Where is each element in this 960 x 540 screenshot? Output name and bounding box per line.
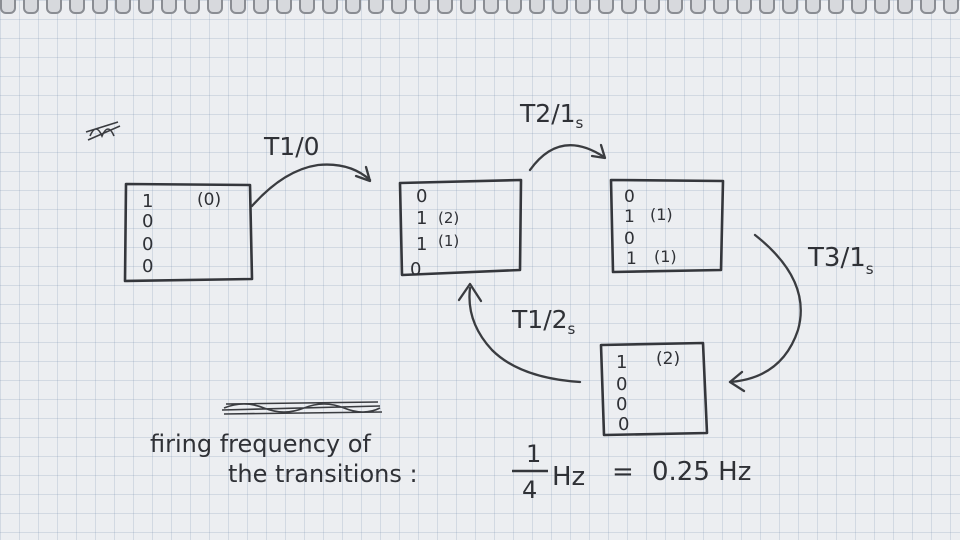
binding-ring bbox=[943, 0, 959, 14]
binding-ring bbox=[115, 0, 131, 14]
state-4-annotation: (2) bbox=[656, 349, 680, 369]
state-2-annotation: (1) bbox=[438, 232, 459, 250]
state-2-token: 0 bbox=[410, 259, 421, 280]
binding-ring bbox=[713, 0, 729, 14]
state-2-box bbox=[398, 178, 523, 277]
binding-ring bbox=[690, 0, 706, 14]
binding-ring bbox=[368, 0, 384, 14]
binding-ring bbox=[874, 0, 890, 14]
state-3-annotation: (1) bbox=[650, 205, 673, 224]
state-1-box bbox=[123, 182, 254, 283]
state-2-token: 0 bbox=[416, 186, 427, 207]
transition-label: T1/0 bbox=[263, 132, 320, 161]
binding-ring bbox=[253, 0, 269, 14]
state-2-token: 1 bbox=[416, 208, 427, 229]
binding-ring bbox=[460, 0, 476, 14]
binding-ring bbox=[92, 0, 108, 14]
arc-t2-state2-to-state3 bbox=[528, 143, 607, 172]
binding-ring bbox=[23, 0, 39, 14]
binding-ring bbox=[184, 0, 200, 14]
binding-ring bbox=[782, 0, 798, 14]
binding-ring bbox=[0, 0, 16, 14]
state-3-token: 1 bbox=[624, 207, 635, 227]
state-3-token: 0 bbox=[624, 187, 635, 207]
binding-ring bbox=[276, 0, 292, 14]
crossed-out-word bbox=[221, 401, 383, 415]
firing-text-line1: firing frequency of bbox=[150, 430, 371, 458]
state-1-token: 0 bbox=[142, 234, 153, 255]
arc-t1-state1-to-state2 bbox=[250, 163, 372, 208]
binding-ring bbox=[322, 0, 338, 14]
state-3-annotation: (1) bbox=[654, 247, 677, 266]
state-1-token: 0 bbox=[142, 256, 153, 277]
binding-ring bbox=[138, 0, 154, 14]
binding-ring bbox=[414, 0, 430, 14]
binding-ring bbox=[759, 0, 775, 14]
state-4-token: 0 bbox=[618, 414, 629, 435]
frequency-result: 0.25 Hz bbox=[652, 457, 751, 487]
binding-ring bbox=[736, 0, 752, 14]
binding-ring bbox=[46, 0, 62, 14]
binding-ring bbox=[667, 0, 683, 14]
transition-label: T3/1s bbox=[807, 243, 874, 278]
binding-ring bbox=[437, 0, 453, 14]
binding-ring bbox=[391, 0, 407, 14]
state-1-token: 1 bbox=[142, 191, 153, 212]
state-1-annotation: (0) bbox=[197, 190, 221, 210]
binding-ring bbox=[552, 0, 568, 14]
binding-ring bbox=[161, 0, 177, 14]
binding-ring bbox=[920, 0, 936, 14]
firing-text-line2: the transitions : bbox=[228, 460, 418, 488]
state-4-token: 0 bbox=[616, 394, 627, 415]
crossed-out-mark bbox=[85, 121, 121, 141]
equals-sign: = bbox=[612, 457, 634, 487]
arc-t1-state4-to-state2 bbox=[457, 282, 582, 384]
binding-ring bbox=[299, 0, 315, 14]
arc-t3-state3-to-state4 bbox=[728, 233, 802, 393]
binding-ring bbox=[69, 0, 85, 14]
state-2-annotation: (2) bbox=[438, 209, 459, 227]
binding-ring bbox=[828, 0, 844, 14]
state-4-box bbox=[599, 341, 709, 437]
binding-ring bbox=[207, 0, 223, 14]
state-4-token: 0 bbox=[616, 374, 627, 395]
binding-ring bbox=[483, 0, 499, 14]
state-2-token: 1 bbox=[416, 234, 427, 255]
binding-ring bbox=[345, 0, 361, 14]
binding-ring bbox=[598, 0, 614, 14]
binding-ring bbox=[529, 0, 545, 14]
binding-ring bbox=[575, 0, 591, 14]
transition-label: T1/2s bbox=[511, 305, 576, 338]
binding-ring bbox=[897, 0, 913, 14]
state-3-box bbox=[609, 178, 725, 274]
state-4-token: 1 bbox=[616, 352, 627, 373]
binding-ring bbox=[230, 0, 246, 14]
binding-ring bbox=[644, 0, 660, 14]
state-3-token: 0 bbox=[624, 229, 635, 249]
fraction-denominator: 4 bbox=[522, 476, 537, 504]
frequency-unit: Hz bbox=[552, 462, 585, 492]
state-3-token: 1 bbox=[626, 249, 637, 269]
fraction-numerator: 1 bbox=[526, 440, 541, 468]
transition-label: T2/1s bbox=[519, 99, 584, 132]
binding-ring bbox=[506, 0, 522, 14]
binding-ring bbox=[621, 0, 637, 14]
binding-ring bbox=[805, 0, 821, 14]
state-1-token: 0 bbox=[142, 211, 153, 232]
binding-ring bbox=[851, 0, 867, 14]
